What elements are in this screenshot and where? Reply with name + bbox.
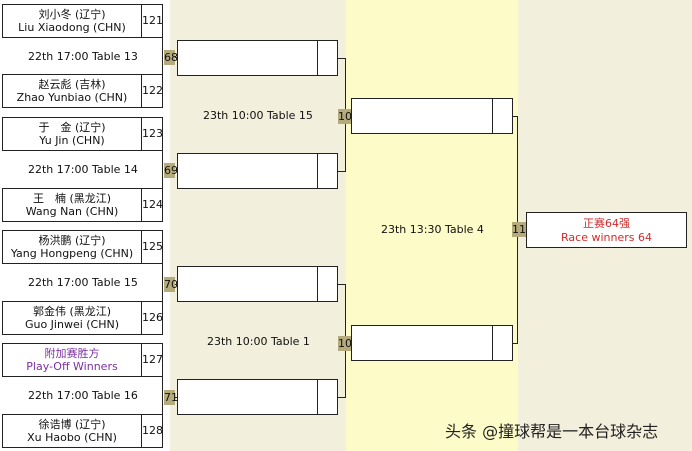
match-number-tag: 11 — [512, 222, 526, 237]
match-schedule: 22th 17:00 Table 15 — [28, 276, 138, 289]
player-name-cn: 附加赛胜方 — [44, 347, 100, 360]
match-number-tag: 69 — [164, 163, 178, 178]
player-name-cn: 王 楠 (黑龙江) — [32, 192, 112, 205]
watermark-text: 头条 @撞球帮是一本台球杂志 — [445, 422, 659, 441]
player-box: 王 楠 (黑龙江) Wang Nan (CHN) — [2, 188, 142, 222]
connector-line — [338, 171, 346, 172]
player-name-cn: 郭金伟 (黑龙江) — [32, 305, 112, 318]
match-slot — [351, 325, 513, 361]
connector-line — [338, 58, 346, 59]
player-box: 于 金 (辽宁) Yu Jin (CHN) — [2, 117, 142, 151]
match-slot — [351, 98, 513, 134]
seed-number: 125 — [141, 230, 163, 264]
player-name-en: Wang Nan (CHN) — [25, 205, 119, 218]
player-name-cn: 杨洪鹏 (辽宁) — [38, 234, 106, 247]
player-box: 刘小冬 (辽宁) Liu Xiaodong (CHN) — [2, 4, 142, 38]
player-name-cn: 赵云彪 (吉林) — [38, 78, 106, 91]
match-number-tag: 10 — [338, 336, 352, 351]
player-name-en: Zhao Yunbiao (CHN) — [16, 91, 128, 104]
match-schedule: 23th 13:30 Table 4 — [381, 223, 484, 236]
connector-line — [162, 21, 163, 91]
match-schedule: 23th 10:00 Table 1 — [207, 335, 310, 348]
final-label-en: Race winners 64 — [561, 231, 652, 244]
match-number-tag: 70 — [164, 277, 178, 292]
match-number-tag: 10 — [338, 109, 352, 124]
player-box: 赵云彪 (吉林) Zhao Yunbiao (CHN) — [2, 74, 142, 108]
match-schedule: 23th 10:00 Table 15 — [203, 109, 313, 122]
match-slot — [177, 379, 338, 415]
connector-line — [338, 397, 346, 398]
match-number-tag: 71 — [164, 390, 178, 405]
connector-line — [513, 116, 518, 117]
connector-line — [175, 284, 178, 285]
connector-line — [175, 170, 178, 171]
player-name-en: Yang Hongpeng (CHN) — [10, 247, 134, 260]
seed-number: 126 — [141, 301, 163, 335]
final-label-cn: 正赛64强 — [583, 217, 630, 230]
player-name-cn: 于 金 (辽宁) — [38, 121, 106, 134]
seed-number: 127 — [141, 343, 163, 377]
player-box: 附加赛胜方 Play-Off Winners — [2, 343, 142, 377]
player-name-en: Yu Jin (CHN) — [39, 134, 105, 147]
connector-line — [162, 360, 163, 431]
player-name-cn: 徐诰博 (辽宁) — [38, 418, 106, 431]
match-schedule: 22th 17:00 Table 14 — [28, 163, 138, 176]
player-box: 徐诰博 (辽宁) Xu Haobo (CHN) — [2, 414, 142, 448]
seed-number: 122 — [141, 74, 163, 108]
seed-number: 128 — [141, 414, 163, 448]
match-slot — [177, 266, 338, 302]
player-name-en: Guo Jinwei (CHN) — [24, 318, 120, 331]
connector-line — [175, 397, 178, 398]
match-number-tag: 68 — [164, 50, 178, 65]
final-result-box: 正赛64强 Race winners 64 — [526, 212, 687, 248]
column-round1-bg — [0, 0, 170, 451]
match-slot — [177, 153, 338, 189]
player-box: 杨洪鹏 (辽宁) Yang Hongpeng (CHN) — [2, 230, 142, 264]
column-round3-bg — [346, 0, 518, 451]
player-name-en: Play-Off Winners — [26, 360, 118, 373]
player-name-en: Liu Xiaodong (CHN) — [18, 21, 126, 34]
player-name-cn: 刘小冬 (辽宁) — [38, 8, 106, 21]
seed-number: 123 — [141, 117, 163, 151]
player-box: 郭金伟 (黑龙江) Guo Jinwei (CHN) — [2, 301, 142, 335]
connector-line — [162, 247, 163, 318]
match-schedule: 22th 17:00 Table 16 — [28, 389, 138, 402]
match-schedule: 22th 17:00 Table 13 — [28, 50, 138, 63]
match-slot — [177, 40, 338, 76]
connector-line — [338, 284, 346, 285]
connector-line — [162, 134, 163, 205]
connector-line — [175, 57, 178, 58]
connector-line — [513, 343, 518, 344]
seed-number: 121 — [141, 4, 163, 38]
player-name-en: Xu Haobo (CHN) — [27, 431, 117, 444]
seed-number: 124 — [141, 188, 163, 222]
